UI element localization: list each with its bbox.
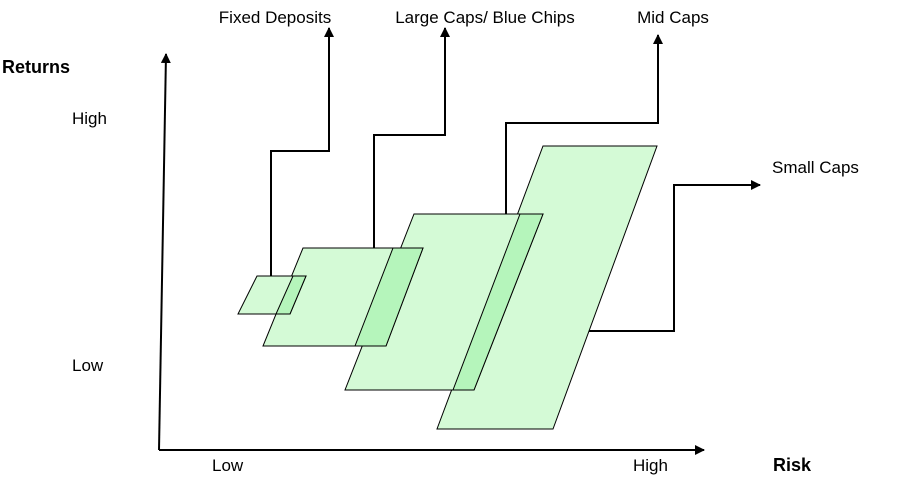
label-fixed-deposits: Fixed Deposits (219, 8, 331, 27)
label-large-caps: Large Caps/ Blue Chips (395, 8, 575, 27)
small-caps-connector (589, 180, 761, 332)
label-small-caps: Small Caps (772, 158, 859, 177)
y-high-label: High (72, 109, 107, 128)
large-caps-connector (373, 27, 450, 248)
fixed-deposits-connector (270, 27, 334, 276)
y-axis (158, 53, 171, 451)
x-high-label: High (633, 456, 668, 475)
y-axis-title: Returns (2, 57, 70, 77)
mid-caps-connector (505, 34, 663, 214)
label-mid-caps: Mid Caps (637, 8, 709, 27)
x-axis-title: Risk (773, 455, 812, 475)
overlap-fd-lc (275, 275, 307, 315)
y-low-label: Low (72, 356, 104, 375)
overlap-mc-sc (452, 213, 544, 391)
x-low-label: Low (212, 456, 244, 475)
overlap-lc-mc (354, 247, 424, 347)
